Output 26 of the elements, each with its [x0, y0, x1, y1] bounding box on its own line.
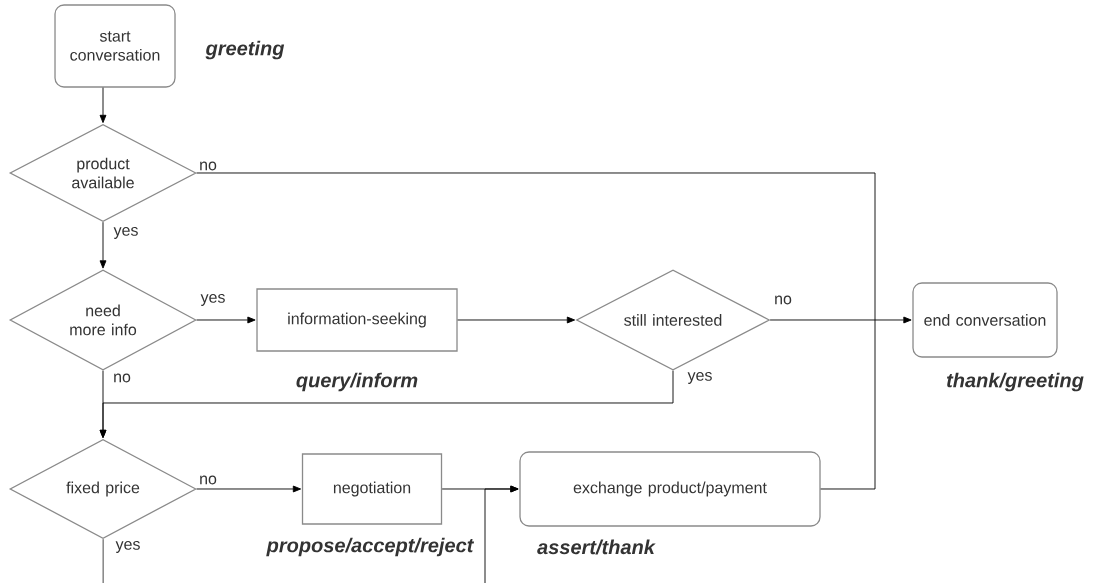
activity-label: greeting [205, 40, 285, 60]
arrow [769, 316, 912, 324]
arrow [196, 485, 302, 493]
rounded-box: exchange product/payment [519, 451, 821, 527]
process-box: information-seeking [256, 288, 458, 352]
arrow [102, 485, 519, 583]
edge-label: no [112, 372, 132, 384]
edge-label: yes [199, 293, 227, 307]
activity-label: assert/thank [537, 539, 656, 555]
arrow [457, 316, 576, 324]
activity-label: query/inform [296, 372, 418, 392]
edge-label: no [198, 160, 218, 172]
arrow [99, 87, 107, 124]
edge-label: yes [112, 226, 140, 240]
activity-label: propose/accept/reject [266, 537, 475, 557]
rounded-box: start conversation [54, 4, 176, 88]
arrow [99, 370, 107, 439]
rounded-box: end conversation [912, 282, 1058, 358]
edge-label: no [773, 294, 793, 306]
edge-label: yes [114, 540, 142, 554]
arrow [99, 221, 107, 269]
edge-label: yes [686, 371, 714, 385]
arrow [196, 316, 256, 324]
process-box: negotiation [301, 453, 443, 525]
edge-label: no [198, 474, 218, 486]
activity-label: thank/greeting [946, 372, 1084, 392]
